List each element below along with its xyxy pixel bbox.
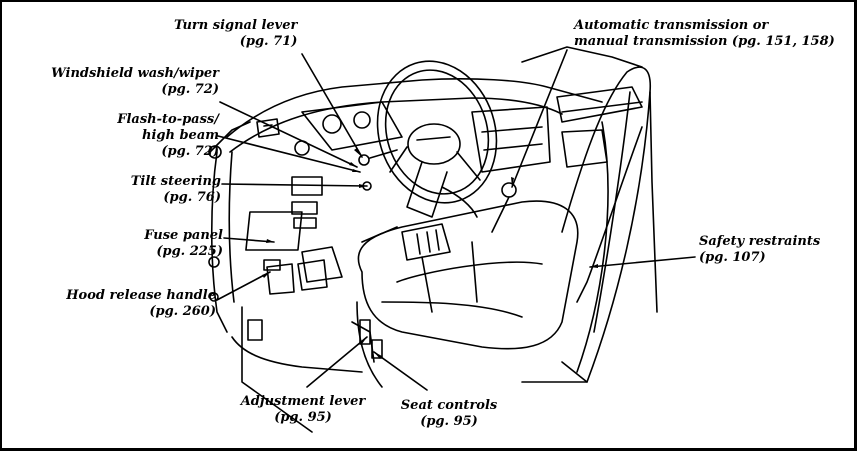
a-pillar-left: [209, 121, 251, 153]
instrument-cluster: [301, 101, 403, 151]
callout-label: Hood release handle: [66, 288, 216, 303]
callout-label: Windshield wash/wiper: [51, 66, 219, 81]
callout-label: Fuse panel: [144, 228, 223, 243]
callout-label: Automatic transmission or: [574, 18, 769, 33]
callout-adjustment-lever: Adjustment lever (pg. 95): [238, 394, 368, 426]
callout-label: Tilt steering: [130, 174, 221, 189]
rear-window: [556, 86, 643, 123]
center-stack: [471, 106, 551, 173]
a-pillar-right: [521, 46, 643, 68]
callout-windshield-wiper: Windshield wash/wiper (pg. 72): [49, 66, 219, 98]
callout-label-line2: high beam: [142, 128, 219, 143]
callout-label: Turn signal lever: [174, 18, 298, 33]
callout-page: (pg. 95): [420, 414, 478, 429]
steering-column: [406, 161, 448, 218]
callout-label: Adjustment lever: [240, 394, 366, 409]
turn-signal-stalk: [369, 149, 398, 159]
callout-label: Safety restraints: [699, 234, 821, 249]
door-trim-left: [228, 151, 235, 303]
fuse-panel-cover: [245, 211, 303, 251]
callout-tilt-steering: Tilt steering (pg. 76): [49, 174, 221, 206]
callout-page: (pg. 76): [163, 190, 221, 205]
steering-wheel: [376, 60, 498, 204]
floor-edge: [231, 336, 363, 373]
callout-page: (pg. 71): [239, 34, 298, 49]
callout-hood-release: Hood release handle (pg. 260): [22, 288, 216, 320]
door-pocket: [241, 306, 313, 433]
callout-page: (pg. 225): [156, 244, 223, 259]
roof-line: [561, 101, 643, 113]
clutch-pedal: [297, 259, 328, 291]
callout-safety-restraints: Safety restraints (pg. 107): [699, 234, 820, 266]
leader-lines: [216, 49, 696, 391]
callout-turn-signal-lever: Turn signal lever (pg. 71): [174, 18, 297, 50]
callout-page: (pg. 72): [161, 144, 219, 159]
callout-page: (pg. 72): [161, 82, 219, 97]
callout-label: Seat controls: [400, 398, 498, 413]
door-frame-left: [210, 151, 228, 333]
callout-transmission: Automatic transmission or manual transmi…: [574, 18, 835, 50]
callout-fuse-panel: Fuse panel (pg. 225): [49, 228, 223, 260]
shift-boot: [401, 223, 451, 261]
seat-side: [356, 301, 383, 388]
brake-pedal: [266, 263, 295, 295]
steering-hub: [407, 123, 461, 165]
seat-cushion: [357, 200, 579, 350]
callout-flash-to-pass: Flash-to-pass/ high beam (pg. 72): [49, 112, 219, 160]
callout-label-line2: manual transmission (pg. 151, 158): [574, 34, 835, 49]
callout-page: (pg. 260): [149, 304, 216, 319]
windshield-frame: [226, 78, 603, 138]
door-speaker: [208, 145, 222, 159]
callout-seat-controls: Seat controls (pg. 95): [394, 398, 504, 430]
callout-label: Flash-to-pass/: [117, 112, 219, 127]
seat-belt: [576, 126, 643, 303]
arrowheads: [262, 148, 598, 359]
callout-page: (pg. 107): [699, 250, 766, 265]
callout-page: (pg. 95): [274, 410, 332, 425]
seat-back: [561, 66, 652, 383]
